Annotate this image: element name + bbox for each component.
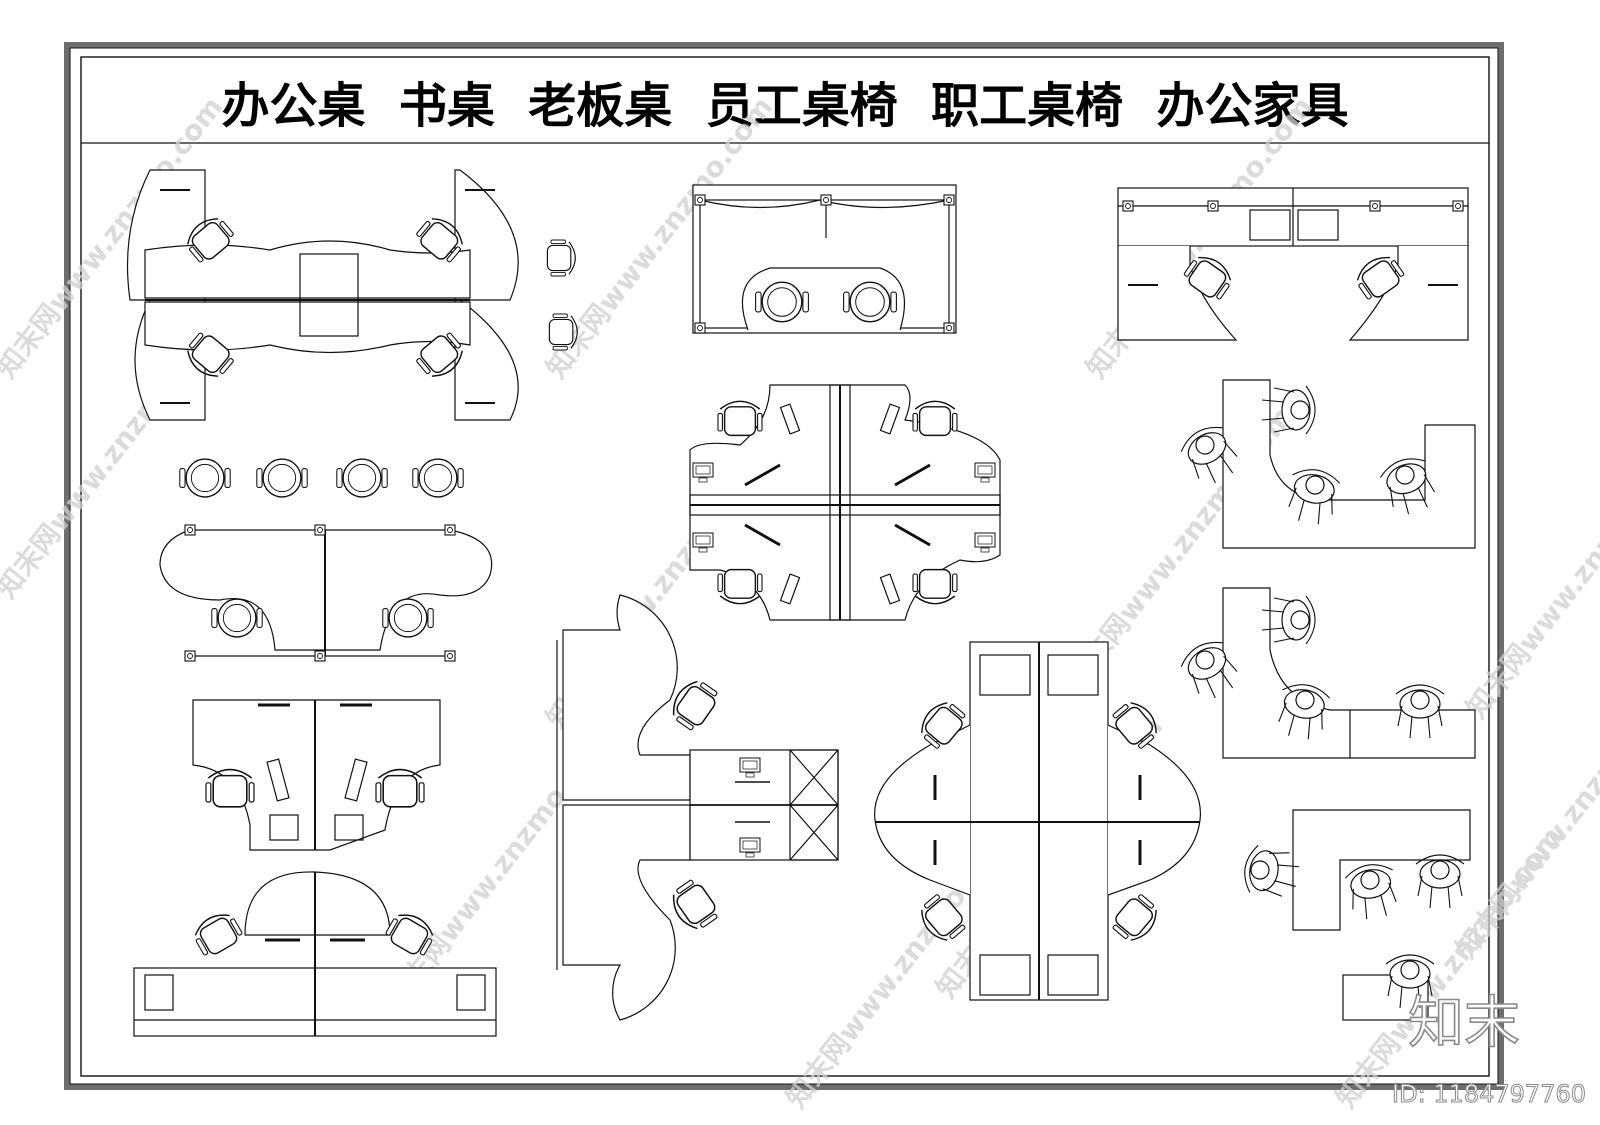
desk-people-group-1 xyxy=(1176,379,1476,549)
workstation-bottom-round xyxy=(133,871,497,1037)
workstation-six-cluster xyxy=(874,641,1202,1001)
page-title: 办公桌 书桌 老板桌 员工桌椅 职工桌椅 办公家具 xyxy=(221,78,1348,134)
workstation-cross-four xyxy=(689,384,1001,621)
workstation-curved-four xyxy=(126,169,578,421)
workstation-paired-desks xyxy=(192,699,441,851)
workstation-two-seat-top xyxy=(692,184,957,334)
id-label: ID: 1184797760 xyxy=(1392,1080,1586,1108)
workstation-curved-two xyxy=(159,458,493,662)
brand-logo: 知末 xyxy=(1408,991,1520,1056)
executive-desk xyxy=(556,594,839,1021)
workstation-l-pair xyxy=(1117,187,1469,341)
desk-people-group-2 xyxy=(1176,587,1476,759)
desk-people-group-3 xyxy=(1240,809,1471,1021)
